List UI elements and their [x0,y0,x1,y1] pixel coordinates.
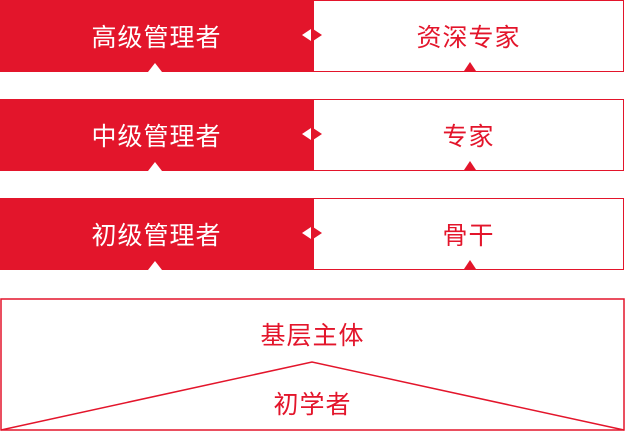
base-outline [0,298,625,431]
up-arrow-icon [148,261,162,270]
professional-box-senior: 资深专家 [313,0,624,72]
management-box-senior: 高级管理者 [0,0,313,72]
management-box-middle: 中级管理者 [0,99,313,171]
base-roof-line [0,361,625,431]
right-arrow-icon [313,227,322,239]
base-top-label: 基层主体 [260,321,365,350]
management-box-junior: 初级管理者 [0,198,313,270]
base-bottom-label: 初学者 [273,390,352,419]
right-arrow-icon [313,29,322,41]
management-label-senior: 高级管理者 [91,23,222,52]
professional-box-junior: 骨干 [313,198,624,270]
up-arrow-icon [464,62,476,71]
professional-label-junior: 骨干 [442,221,495,250]
tier-senior: 高级管理者 资深专家 [0,0,625,72]
right-arrow-icon [313,128,322,140]
professional-label-middle: 专家 [442,122,495,151]
up-arrow-icon [148,63,162,72]
professional-label-senior: 资深专家 [416,23,521,52]
up-arrow-icon [464,260,476,269]
up-arrow-icon [148,162,162,171]
up-arrow-icon [464,161,476,170]
base-box: 基层主体 初学者 [0,298,625,431]
management-label-junior: 初级管理者 [91,221,222,250]
tier-middle: 中级管理者 专家 [0,99,625,171]
tier-junior: 初级管理者 骨干 [0,198,625,270]
left-arrow-icon [302,128,311,140]
professional-box-middle: 专家 [313,99,624,171]
left-arrow-icon [302,227,311,239]
left-arrow-icon [302,29,311,41]
management-label-middle: 中级管理者 [91,122,222,151]
